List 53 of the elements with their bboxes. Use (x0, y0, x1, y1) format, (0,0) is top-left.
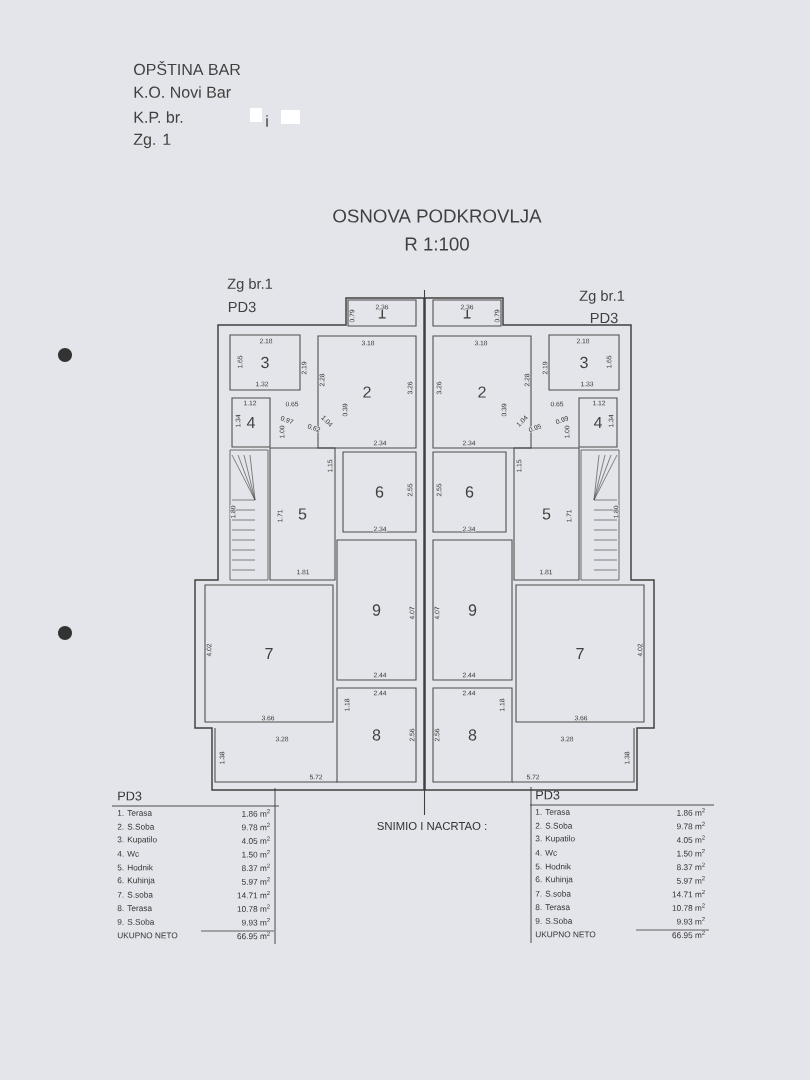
table-cell: 1.86 m$^{2}$ (242, 809, 270, 817)
table-heading: PD3 (118, 791, 142, 801)
table-cell: 5.97 m$^{2}$ (241, 877, 270, 885)
table-cell: 5.97 m$^{2}$ (676, 876, 705, 884)
header-text: K.O. Novi Bar (134, 86, 231, 98)
table-cell: 10.78 m$^{2}$ (672, 903, 705, 911)
unit-label: Zg br.1 (579, 290, 625, 304)
table-cell: 6. Kuhinja (117, 877, 155, 885)
header-text: K.P. br. (134, 111, 183, 123)
table-cell: 3. Kupatilo (535, 835, 575, 844)
table-cell: 8. Terasa (535, 904, 571, 911)
table-cell: 9. S.Soba (117, 918, 155, 925)
table-cell: 9.78 m$^{2}$ (242, 822, 270, 831)
table-cell: 66.95 m$^{2}$ (672, 930, 705, 939)
header-text: Zg. 1 (133, 133, 171, 149)
table-cell: 1.86 m$^{2}$ (677, 808, 705, 816)
unit-label: PD3 (228, 301, 256, 313)
table-cell: 14.71 m$^{2}$ (237, 890, 270, 899)
table-cell: 9.93 m$^{2}$ (677, 917, 705, 925)
table-cell: 4. Wc (117, 850, 139, 857)
table-cell: 2. S.Soba (117, 823, 155, 830)
table-cell: 4.05 m$^{2}$ (676, 835, 705, 843)
table-cell: 8.37 m$^{2}$ (676, 862, 705, 871)
table-cell: 7. S.soba (535, 890, 571, 897)
table-cell: 5. Hodnik (535, 863, 571, 870)
credit-text: SNIMIO I NACRTAO : (377, 822, 487, 830)
table-cell: 8.37 m$^{2}$ (241, 863, 270, 872)
table-cell: 9.93 m$^{2}$ (242, 918, 270, 926)
table-cell: 3. Kupatilo (117, 836, 157, 845)
table-cell: 9. S.Soba (535, 917, 573, 924)
table-cell: 4.05 m$^{2}$ (241, 836, 270, 844)
table-cell: 2. S.Soba (535, 822, 573, 829)
table-cell: 10.78 m$^{2}$ (237, 904, 270, 912)
table-cell: 14.71 m$^{2}$ (672, 889, 705, 898)
table-cell: UKUPNO NETO (117, 932, 178, 939)
table-cell: 6. Kuhinja (535, 876, 573, 884)
table-cell: 9.78 m$^{2}$ (677, 821, 705, 830)
header-text: i (266, 115, 268, 127)
table-cell: 5. Hodnik (117, 864, 153, 871)
table-cell: 4. Wc (535, 849, 557, 856)
table-cell: UKUPNO NETO (535, 931, 596, 938)
table-cell: 7. S.soba (117, 891, 153, 898)
table-cell: 8. Terasa (117, 905, 153, 912)
header-text: OPŠTINA BAR (134, 60, 241, 76)
table-cell: 1.50 m$^{2}$ (242, 850, 270, 858)
table-cell: 1.50 m$^{2}$ (677, 849, 705, 857)
unit-label: Zg br.1 (227, 278, 273, 292)
plan-title: OSNOVA PODKROVLJA (333, 209, 542, 223)
table-heading: PD3 (536, 790, 560, 800)
table-cell: 66.95 m$^{2}$ (237, 931, 270, 940)
scale-label: R 1:100 (405, 237, 469, 251)
table-cell: 1. Terasa (535, 809, 571, 815)
table-cell: 1. Terasa (117, 810, 153, 816)
